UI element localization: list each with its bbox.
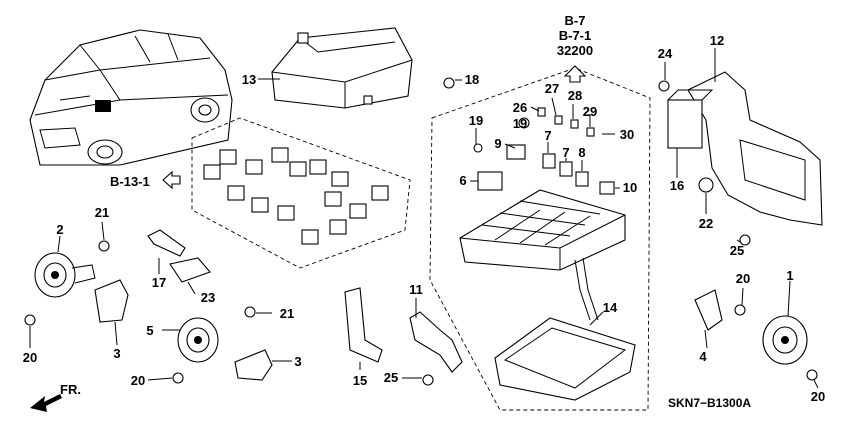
callout-16: 16	[670, 178, 684, 193]
callout-9: 9	[494, 136, 501, 151]
front-arrow	[30, 394, 62, 412]
callout-3: 3	[113, 346, 120, 361]
callout-17: 17	[152, 275, 166, 290]
callout-19: 19	[513, 116, 527, 131]
callout-21: 21	[280, 306, 294, 321]
callout-12: 12	[710, 33, 724, 48]
callout-24: 24	[658, 46, 673, 61]
callout-5: 5	[146, 323, 153, 338]
ref-b13-1: B-13-1	[110, 174, 150, 189]
callout-20: 20	[811, 389, 825, 404]
relay-group-outline	[191, 117, 411, 269]
callout-22: 22	[699, 216, 713, 231]
callout-13: 13	[242, 72, 256, 87]
relay-group	[203, 147, 389, 245]
callout-7: 7	[544, 128, 551, 143]
vehicle-illustration	[29, 29, 233, 166]
horn-right	[694, 289, 818, 381]
left-arrow	[162, 170, 181, 190]
bracket	[658, 71, 823, 246]
callout-25: 25	[384, 370, 398, 385]
fuse-box-lower-case	[494, 317, 636, 401]
front-label: FR.	[60, 382, 81, 397]
callout-6: 6	[459, 173, 466, 188]
callout-7: 7	[562, 145, 569, 160]
callout-8: 8	[578, 145, 585, 160]
ref-b7-1: B-7-1	[559, 28, 592, 43]
callout-29: 29	[583, 104, 597, 119]
up-arrow	[563, 65, 587, 83]
fuse-box-cover	[271, 27, 413, 109]
leader-lines	[29, 48, 819, 389]
callout-26: 26	[513, 100, 527, 115]
callout-1: 1	[786, 268, 793, 283]
callout-15: 15	[353, 373, 367, 388]
horn-left-high	[24, 240, 129, 326]
callout-27: 27	[545, 81, 559, 96]
callout-21: 21	[95, 205, 109, 220]
callout-numbers: 1 2 3 3 4 5 6 7 7 8 9 10 11 12 13 14 15 …	[23, 33, 825, 404]
ref-b7: B-7	[565, 13, 586, 28]
callout-28: 28	[568, 88, 582, 103]
small-fuses	[443, 77, 615, 195]
callout-18: 18	[465, 72, 479, 87]
callout-30: 30	[620, 127, 634, 142]
callout-20: 20	[23, 350, 37, 365]
callout-23: 23	[201, 290, 215, 305]
callout-19: 19	[469, 113, 483, 128]
horn-brackets	[344, 287, 463, 386]
callout-25: 25	[730, 243, 744, 258]
callout-20: 20	[736, 271, 750, 286]
callout-3: 3	[294, 354, 301, 369]
callout-2: 2	[56, 222, 63, 237]
callout-20: 20	[131, 373, 145, 388]
horn-left-low	[172, 306, 273, 384]
diagram-code: SKN7−B1300A	[668, 396, 751, 410]
callout-11: 11	[409, 282, 423, 297]
callout-10: 10	[623, 180, 637, 195]
callout-14: 14	[603, 300, 618, 315]
callout-4: 4	[699, 349, 707, 364]
connectors	[147, 229, 211, 283]
ref-32200: 32200	[557, 43, 593, 58]
fuse-relay-box	[459, 189, 626, 321]
